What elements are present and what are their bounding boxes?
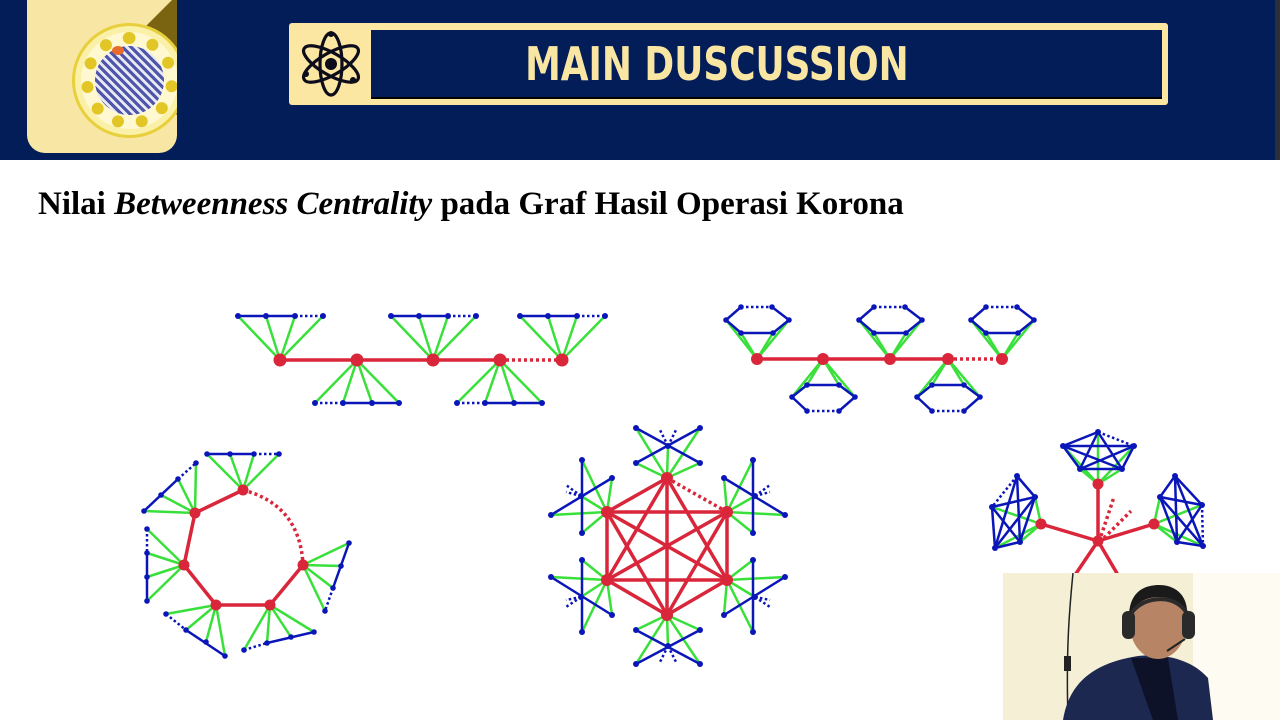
university-seal-logo [72,23,177,138]
figure-path-corona-fan [235,313,608,406]
figure-path-corona-wheel [723,304,1037,414]
seal-emblem [95,46,164,115]
title-banner: MAIN DUSCUSSION [289,23,1168,105]
slide-header: MAIN DUSCUSSION [0,0,1280,160]
presenter-video-feed [1063,573,1213,720]
subtitle-italic: Betweenness Centrality [114,186,433,222]
seal-flame-icon [112,46,124,55]
logo-tile [27,0,177,153]
figure-star-corona-complete [989,429,1206,576]
figure-complete-corona-star [548,425,788,667]
presenter-webcam [1003,573,1280,720]
atom-icon [301,31,361,97]
figure-cycle-corona-fan [141,451,352,659]
subtitle-prefix: Nilai [38,186,115,222]
window-edge [1275,0,1280,160]
subtitle-suffix: pada Graf Hasil Operasi Korona [432,186,904,222]
slide-subtitle: Nilai Betweenness Centrality pada Graf H… [38,186,904,223]
title-panel: MAIN DUSCUSSION [371,30,1162,99]
slide-title: MAIN DUSCUSSION [524,36,909,91]
